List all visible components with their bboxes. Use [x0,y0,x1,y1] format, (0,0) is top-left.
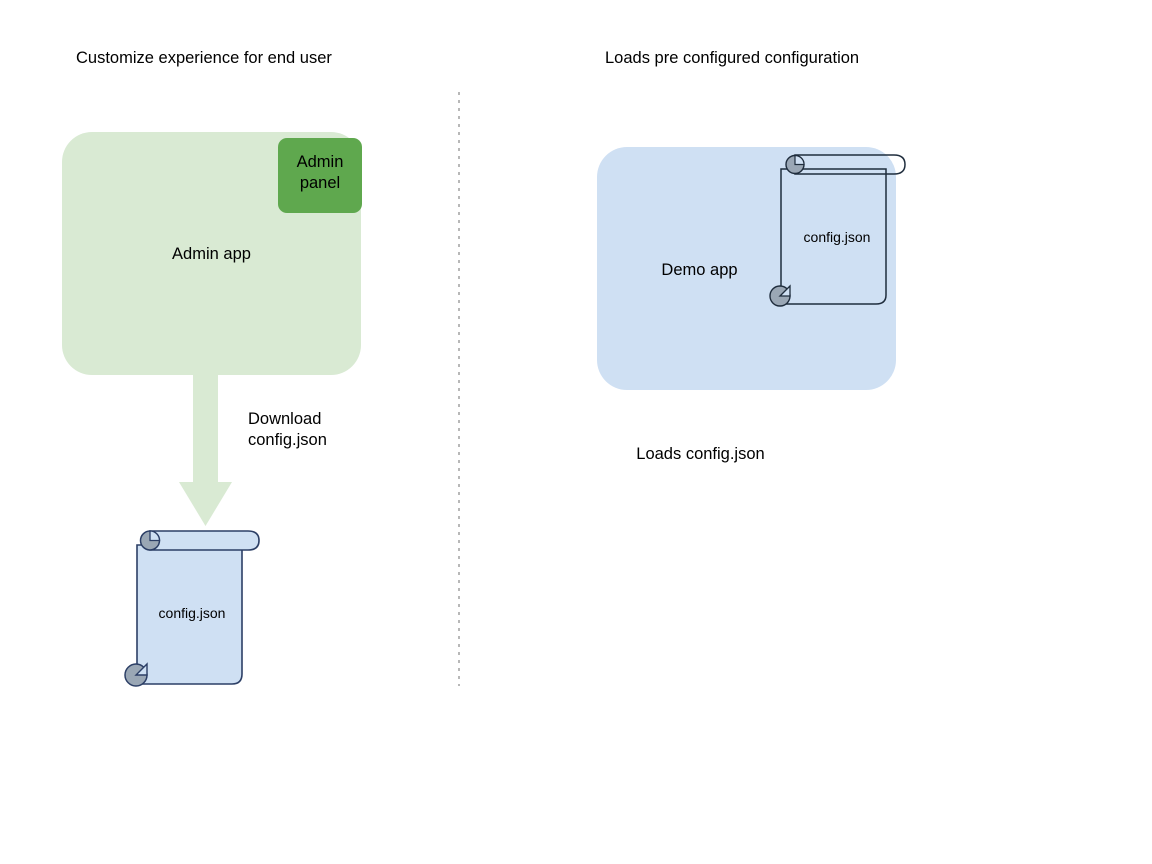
document-top-roll-notch-right [794,154,805,166]
config-json-label-right: config.json [803,229,871,245]
admin-panel-label-line1: Admin [296,153,344,171]
download-arrow-label-line1: Download [248,410,322,428]
download-arrow-label-line2: config.json [248,430,327,449]
document-body-left [136,544,243,685]
document-body-right [780,168,887,305]
loads-config-caption: Loads config.json [636,445,765,463]
document-top-roll-notch-left [149,530,161,542]
admin-panel-button-label[interactable]: Admin panel [278,152,362,193]
document-top-roll-bar-left [149,530,260,551]
download-arrow [179,372,232,526]
config-json-document-left[interactable] [124,530,260,687]
admin-panel-button[interactable] [278,138,362,213]
config-json-label-left: config.json [158,605,226,621]
document-top-roll-bar-right [794,154,906,175]
demo-app-box[interactable] [597,147,896,390]
right-panel-heading: Loads pre configured configuration [605,49,860,67]
config-json-document-right[interactable] [769,154,906,307]
document-bottom-roll-notch-left [134,662,148,676]
admin-panel-label-line2: panel [299,173,341,192]
admin-app-label: Admin app [172,245,251,263]
left-panel-heading: Customize experience for end user [76,49,332,67]
document-bottom-roll-notch-right [778,284,791,297]
download-arrow-label: Download config.json [248,409,327,450]
demo-app-label: Demo app [661,261,738,279]
